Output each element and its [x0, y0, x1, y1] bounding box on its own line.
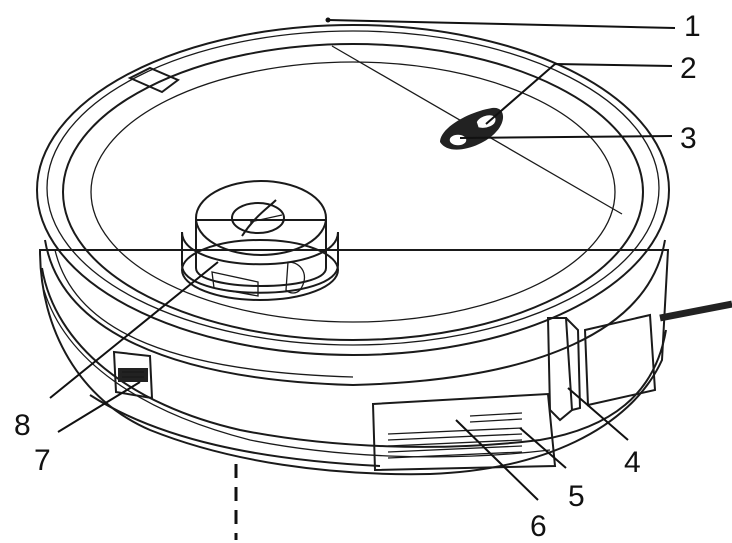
bumper-slot [546, 313, 657, 422]
leader-line-1 [327, 19, 676, 29]
callout-4: 4 [624, 446, 641, 479]
leader-lines [49, 17, 676, 501]
leader-line-4 [567, 387, 629, 441]
callout-labels: 1 2 3 4 5 6 7 8 [14, 10, 701, 543]
side-switch [112, 350, 154, 400]
callout-1: 1 [684, 10, 701, 43]
button-upper [475, 113, 497, 130]
button-lower [448, 133, 468, 147]
leader-line-8 [49, 261, 219, 399]
callout-2: 2 [680, 52, 697, 85]
lds-turret [181, 180, 339, 301]
callout-6: 6 [530, 510, 547, 543]
dust-bin [371, 392, 557, 472]
leader-line-5 [519, 427, 567, 469]
control-buttons [440, 107, 504, 150]
bin-grille [387, 412, 523, 459]
leader-line-7 [57, 381, 141, 433]
power-cable [659, 300, 732, 322]
callout-5: 5 [568, 480, 585, 513]
leader-line-2 [485, 62, 673, 125]
robot-body [36, 24, 670, 476]
leader-line-6 [455, 419, 539, 501]
callout-8: 8 [14, 409, 31, 442]
callout-3: 3 [680, 122, 697, 155]
callout-7: 7 [34, 444, 51, 477]
leader-line-3 [459, 135, 673, 139]
